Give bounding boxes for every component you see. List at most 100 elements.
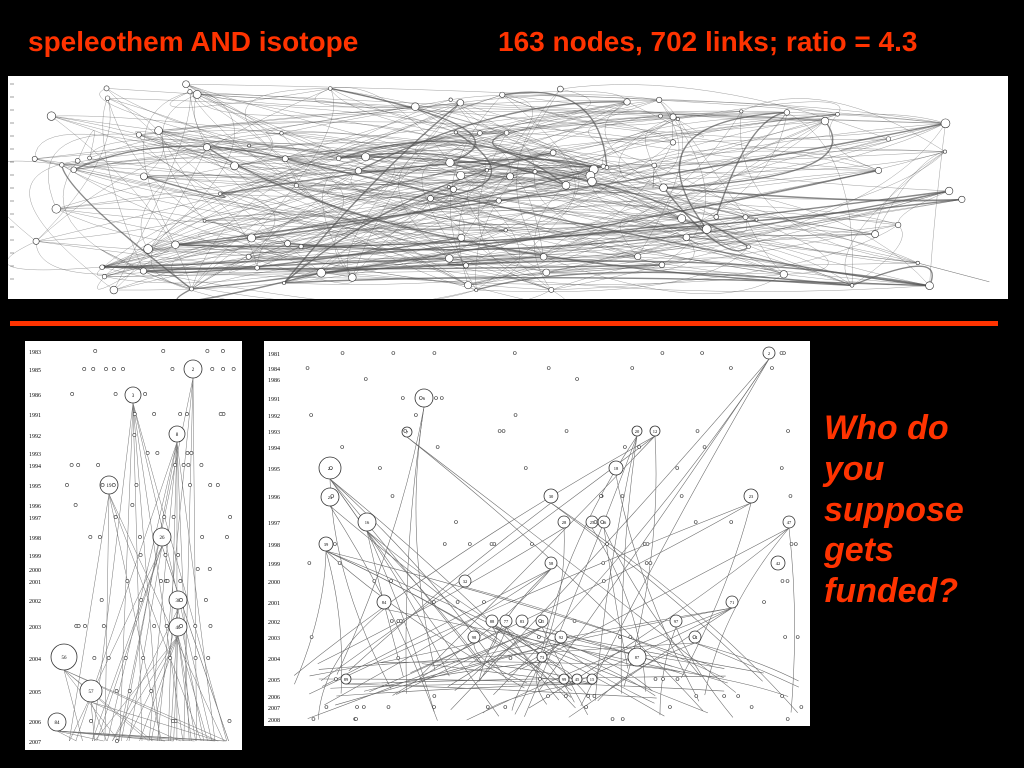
graph-node	[554, 630, 568, 644]
network-node	[51, 204, 61, 214]
graph-node	[623, 445, 627, 449]
network-edge	[169, 88, 331, 108]
node-label: 73	[540, 655, 545, 660]
year-label: 1994	[268, 446, 280, 452]
node-label: 98	[472, 635, 477, 640]
node-label: 15	[590, 677, 595, 682]
network-edge	[36, 162, 451, 242]
graph-node	[785, 717, 790, 721]
citation-edge	[594, 435, 638, 701]
network-edge	[51, 115, 258, 268]
citation-edge	[406, 436, 737, 693]
network-edge	[285, 99, 660, 161]
network-edge	[104, 132, 480, 277]
network-edge	[478, 132, 552, 291]
network-node	[139, 267, 147, 275]
network-node	[503, 130, 510, 136]
graph-node	[123, 656, 128, 660]
network-edge	[138, 100, 946, 135]
node-label: 2	[192, 368, 195, 373]
network-node	[254, 265, 260, 271]
graph-node	[779, 466, 784, 470]
network-edge	[102, 267, 477, 299]
network-edge	[256, 170, 487, 268]
graph-node	[134, 483, 139, 487]
network-edge	[465, 165, 622, 266]
network-edge	[330, 88, 879, 171]
citation-edge	[168, 441, 178, 742]
graph-node	[164, 624, 169, 628]
network-node	[348, 273, 357, 282]
citation-edge	[406, 436, 704, 711]
citation-edge	[505, 626, 575, 703]
network-edge	[591, 181, 930, 286]
graph-node	[210, 367, 215, 371]
citation-edge	[454, 626, 507, 691]
graph-node	[515, 614, 529, 628]
citation-edge	[329, 478, 482, 665]
network-edge	[73, 141, 487, 171]
network-node	[587, 176, 597, 187]
graph-node	[600, 520, 604, 524]
graph-node	[601, 561, 606, 565]
graph-node	[170, 719, 175, 723]
citation-edge	[415, 406, 436, 671]
graph-node	[439, 396, 444, 400]
graph-node	[783, 635, 787, 639]
citation-edge	[620, 435, 638, 694]
graph-node	[729, 520, 734, 524]
network-node	[875, 166, 883, 174]
graph-node	[92, 656, 97, 660]
network-edge	[543, 256, 784, 295]
network-edge	[103, 94, 503, 267]
year-label: 1985	[29, 368, 41, 374]
network-edge	[546, 123, 946, 273]
network-edge	[449, 162, 486, 177]
network-edge	[265, 106, 416, 134]
graph-node	[593, 520, 598, 524]
network-edge	[103, 218, 682, 268]
network-edge	[8, 241, 104, 271]
network-edge	[661, 190, 950, 266]
network-edge	[844, 151, 946, 286]
year-label: 2003	[29, 625, 41, 631]
year-label: 2006	[29, 720, 41, 726]
graph-node	[111, 367, 116, 371]
graph-node	[432, 705, 436, 709]
network-node	[945, 186, 954, 196]
year-label: 1993	[29, 452, 41, 458]
graph-node	[586, 694, 590, 698]
citation-edge	[90, 701, 219, 742]
network-edge	[352, 186, 449, 278]
network-edge	[143, 175, 226, 199]
graph-node	[786, 429, 790, 433]
graph-node	[749, 705, 754, 709]
network-edge	[283, 222, 506, 284]
network-node	[557, 85, 564, 93]
year-label: 1986	[29, 393, 41, 399]
network-edge	[103, 169, 594, 268]
network-edge	[338, 139, 511, 177]
network-edge	[283, 102, 461, 284]
network-edge	[257, 158, 344, 269]
graph-node	[79, 679, 103, 703]
graph-node	[695, 429, 700, 433]
citation-edge	[139, 635, 179, 742]
network-edge	[34, 134, 235, 167]
network-edge	[745, 217, 784, 275]
graph-node	[762, 600, 766, 604]
network-edge	[476, 246, 749, 292]
network-edge	[36, 241, 784, 285]
network-edge	[143, 151, 945, 177]
graph-node	[183, 359, 203, 379]
citation-edge	[317, 608, 385, 720]
node-label: 77	[504, 619, 509, 624]
graph-node	[485, 705, 490, 709]
network-edge	[103, 165, 655, 268]
graph-node	[340, 673, 352, 685]
network-edge	[365, 123, 946, 167]
year-label: 1995	[268, 467, 280, 473]
citation-edge	[329, 478, 576, 709]
year-label: 1994	[29, 464, 41, 470]
network-edge	[510, 176, 544, 257]
